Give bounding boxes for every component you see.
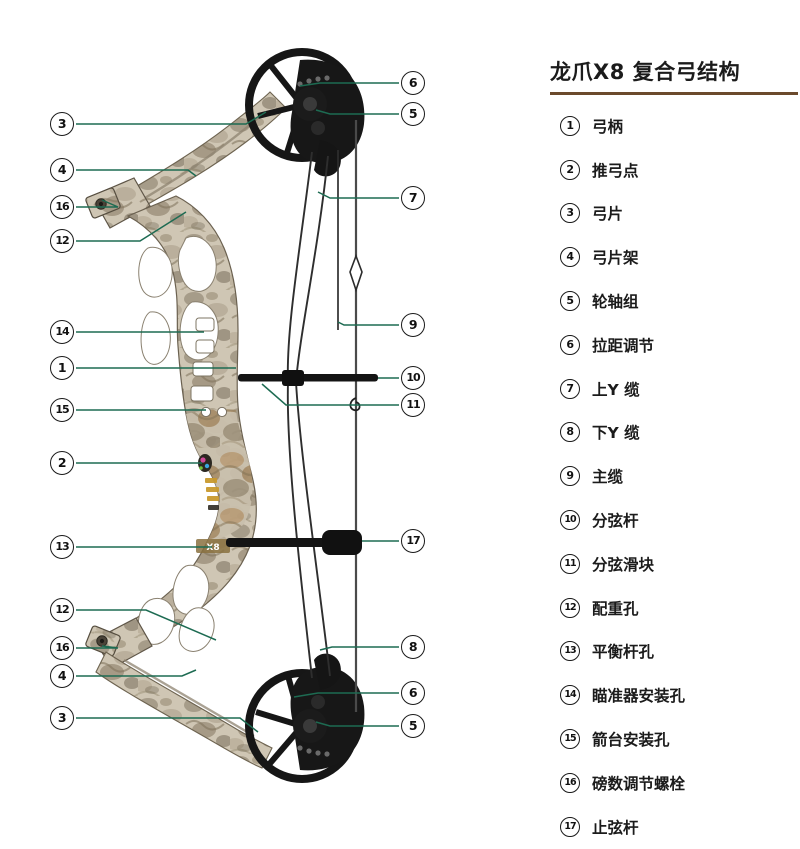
bowstring (349, 120, 363, 712)
legend-item-label: 主缆 (592, 468, 624, 487)
legend-item-11[interactable]: 11 分弦滑块 (550, 542, 800, 586)
leader-lines (76, 82, 399, 733)
legend-number-badge: 9 (560, 466, 580, 487)
legend-number-badge: 6 (560, 334, 580, 355)
legend-number-badge: 10 (560, 510, 580, 531)
callout-marker-4[interactable]: 4 (50, 664, 74, 688)
legend-item-label: 弓片架 (592, 249, 639, 268)
callout-marker-13[interactable]: 13 (50, 535, 74, 559)
callout-marker-8[interactable]: 8 (401, 635, 425, 659)
callout-marker-7[interactable]: 7 (401, 186, 425, 210)
lower-limb (95, 651, 273, 769)
string-stop-bumper (322, 530, 362, 555)
legend-number-badge: 2 (560, 159, 580, 180)
upper-cam-assembly (245, 48, 365, 177)
legend-number-badge: 8 (560, 422, 580, 443)
legend-item-16[interactable]: 16 磅数调节螺栓 (550, 761, 800, 805)
legend-list: 1 弓柄 2 推弓点 3 弓片 4 弓片架 5 轮轴组 6 拉距调节 7 上Y 缆 8 下Y 缆 9 主缆 10 分弦… (550, 104, 800, 849)
legend-number-badge: 15 (560, 729, 580, 750)
upper-limb-pocket (85, 177, 151, 229)
legend-item-3[interactable]: 3 弓片 (550, 192, 800, 236)
legend-item-label: 推弓点 (592, 161, 639, 180)
legend-number-badge: 14 (560, 685, 580, 706)
lower-y-cable-b (295, 381, 331, 677)
legend-number-badge: 5 (560, 291, 580, 312)
legend-number-badge: 16 (560, 772, 580, 793)
legend-item-label: 弓片 (592, 205, 624, 224)
legend-number-badge: 4 (560, 247, 580, 268)
cable-guard-assembly (238, 370, 378, 386)
legend-item-7[interactable]: 7 上Y 缆 (550, 367, 800, 411)
legend-item-label: 下Y 缆 (592, 424, 640, 443)
callout-marker-2[interactable]: 2 (50, 451, 74, 475)
legend-number-badge: 11 (560, 553, 580, 574)
legend-item-8[interactable]: 8 下Y 缆 (550, 411, 800, 455)
upper-y-cable-a (286, 151, 313, 383)
string-stop-rod (226, 530, 362, 555)
legend-item-12[interactable]: 12 配重孔 (550, 586, 800, 630)
legend-number-badge: 13 (560, 641, 580, 662)
callout-marker-5[interactable]: 5 (401, 102, 425, 126)
legend-item-4[interactable]: 4 弓片架 (550, 235, 800, 279)
legend-item-label: 配重孔 (592, 599, 639, 618)
legend-item-label: 磅数调节螺栓 (592, 774, 686, 793)
legend-item-15[interactable]: 15 箭台安装孔 (550, 717, 800, 761)
compound-bow-diagram-page: X8 (50, 0, 800, 837)
legend-item-9[interactable]: 9 主缆 (550, 454, 800, 498)
callout-marker-12[interactable]: 12 (50, 598, 74, 622)
diagram-pane: X8 (50, 48, 425, 783)
legend-item-label: 拉距调节 (592, 336, 655, 355)
callout-marker-3[interactable]: 3 (50, 112, 74, 136)
legend-number-badge: 1 (560, 115, 580, 136)
legend-item-label: 轮轴组 (592, 293, 639, 312)
callout-marker-1[interactable]: 1 (50, 356, 74, 380)
legend-item-label: 上Y 缆 (592, 380, 640, 399)
legend-item-label: 分弦杆 (592, 512, 639, 531)
callout-marker-14[interactable]: 14 (50, 320, 74, 344)
legend-item-13[interactable]: 13 平衡杆孔 (550, 630, 800, 674)
legend-item-5[interactable]: 5 轮轴组 (550, 279, 800, 323)
legend-item-label: 瞄准器安装孔 (592, 687, 686, 706)
callout-marker-6[interactable]: 6 (401, 71, 425, 95)
callout-marker-17[interactable]: 17 (401, 529, 425, 553)
legend-number-badge: 7 (560, 378, 580, 399)
legend-item-label: 箭台安装孔 (592, 731, 670, 750)
callout-marker-16[interactable]: 16 (50, 636, 74, 660)
callout-marker-16[interactable]: 16 (50, 195, 74, 219)
callout-marker-10[interactable]: 10 (401, 366, 425, 390)
lower-cam-assembly (245, 653, 365, 783)
callout-marker-11[interactable]: 11 (401, 393, 425, 417)
callout-marker-12[interactable]: 12 (50, 229, 74, 253)
legend-item-10[interactable]: 10 分弦杆 (550, 498, 800, 542)
legend-item-label: 止弦杆 (592, 818, 639, 837)
legend-item-1[interactable]: 1 弓柄 (550, 104, 800, 148)
legend-item-2[interactable]: 2 推弓点 (550, 148, 800, 192)
upper-y-cable-b (295, 155, 329, 383)
callout-marker-3[interactable]: 3 (50, 706, 74, 730)
legend-title: 龙爪X8 复合弓结构 (550, 60, 741, 84)
legend-item-label: 弓柄 (592, 117, 624, 136)
legend-pane: 龙爪X8 复合弓结构 1 弓柄 2 推弓点 3 弓片 4 弓片架 5 轮轴组 6 拉距调节 7 上Y 缆 8… (546, 0, 800, 837)
callout-marker-6[interactable]: 6 (401, 681, 425, 705)
bow-illustration: X8 (76, 48, 399, 783)
legend-divider (550, 92, 798, 95)
legend-item-6[interactable]: 6 拉距调节 (550, 323, 800, 367)
legend-item-label: 分弦滑块 (592, 555, 655, 574)
cable-slide (282, 370, 304, 386)
legend-number-badge: 3 (560, 203, 580, 224)
legend-item-label: 平衡杆孔 (592, 643, 655, 662)
legend-number-badge: 17 (560, 816, 580, 837)
callout-marker-4[interactable]: 4 (50, 158, 74, 182)
legend-number-badge: 12 (560, 597, 580, 618)
grip-branding (198, 454, 219, 510)
callout-marker-5[interactable]: 5 (401, 714, 425, 738)
legend-item-17[interactable]: 17 止弦杆 (550, 805, 800, 849)
legend-item-14[interactable]: 14 瞄准器安装孔 (550, 673, 800, 717)
riser-model-mark: X8 (206, 543, 219, 553)
riser: X8 (110, 195, 257, 666)
callout-marker-15[interactable]: 15 (50, 398, 74, 422)
lower-y-cable-a (286, 381, 313, 679)
callout-marker-9[interactable]: 9 (401, 313, 425, 337)
